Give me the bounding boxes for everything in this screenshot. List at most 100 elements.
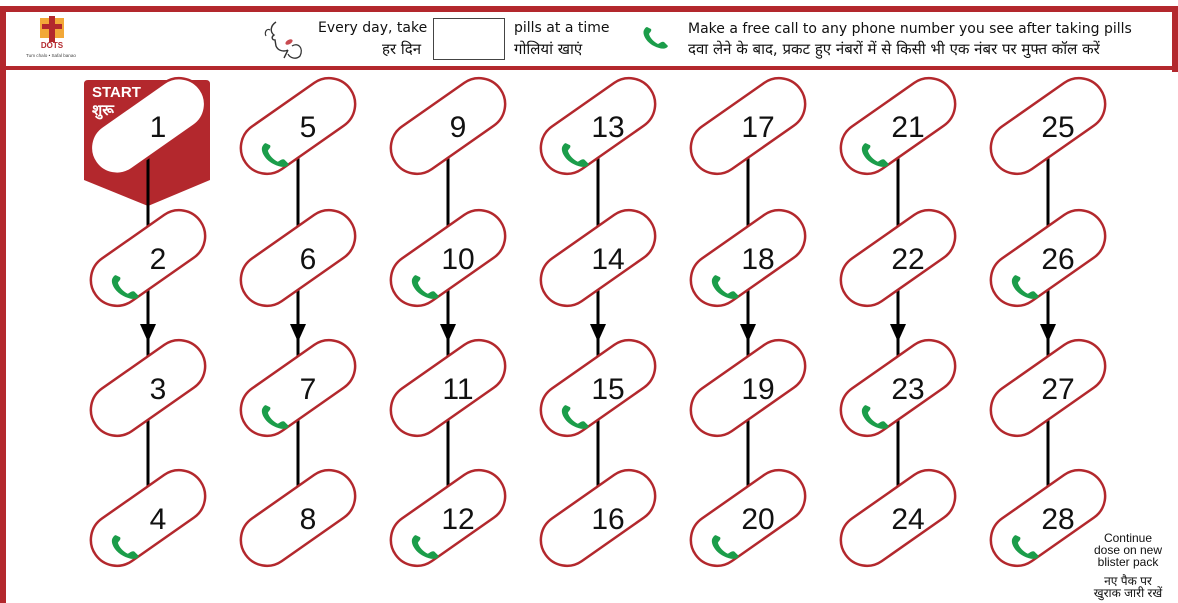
- pill-20: [689, 468, 807, 568]
- phone-icon: [411, 535, 439, 559]
- phone-icon: [861, 143, 889, 167]
- pill-outline: [89, 338, 207, 438]
- pill-number: 20: [741, 503, 774, 536]
- face-pill-icon: [264, 21, 302, 59]
- pill-number: 6: [300, 243, 317, 276]
- pill-outline: [89, 208, 207, 308]
- phone-icon: [561, 143, 589, 167]
- pill-number: 3: [150, 373, 167, 406]
- phone-icon: [1011, 275, 1039, 299]
- start-label-hi: शुरू: [92, 102, 114, 119]
- pill-8: [239, 468, 357, 568]
- continue-note-hi: नए पैक पर खुराक जारी रखें: [1080, 575, 1176, 599]
- pill-number: 7: [300, 373, 317, 406]
- pill-4: [89, 468, 207, 568]
- pill-outline: [839, 468, 957, 568]
- pill-outline: [839, 338, 957, 438]
- pill-number: 1: [150, 111, 167, 144]
- pill-outline: [689, 208, 807, 308]
- pill-number: 22: [891, 243, 924, 276]
- call-instruction-hi: दवा लेने के बाद, प्रकट हुए नंबरों में से…: [688, 40, 1100, 58]
- pill-7: [239, 338, 357, 438]
- pill-number: 17: [741, 111, 774, 144]
- pill-outline: [689, 76, 807, 176]
- instruction-en: Every day, take: [318, 20, 428, 36]
- pill-number: 12: [441, 503, 474, 536]
- right-border: [1172, 6, 1178, 72]
- pill-outline: [389, 76, 507, 176]
- continue-note-en: Continue dose on new blister pack: [1080, 532, 1176, 568]
- dots-logo-icon: DOTS Tum chalo • Safal banao: [26, 16, 76, 58]
- continue-note-hi-line2: खुराक जारी रखें: [1093, 586, 1163, 600]
- pill-outline: [89, 76, 207, 176]
- continue-note-line2: dose on new: [1093, 543, 1163, 557]
- header-divider: [0, 66, 1178, 70]
- pill-number: 21: [891, 111, 924, 144]
- pill-17: [689, 76, 807, 176]
- arrow-down-icon: [590, 324, 606, 342]
- pill-number: 14: [591, 243, 624, 276]
- phone-icon: [561, 405, 589, 429]
- pill-19: [689, 338, 807, 438]
- pill-2: [89, 208, 207, 308]
- pill-10: [389, 208, 507, 308]
- pill-number: 25: [1041, 111, 1074, 144]
- pill-outline: [389, 208, 507, 308]
- logo-text: DOTS: [41, 41, 64, 50]
- arrow-down-icon: [140, 324, 156, 342]
- pill-28: [989, 468, 1107, 568]
- pill-number: 19: [741, 373, 774, 406]
- pill-9: [389, 76, 507, 176]
- pill-number: 26: [1041, 243, 1074, 276]
- pill-23: [839, 338, 957, 438]
- pill-number: 13: [591, 111, 624, 144]
- pill-outline: [389, 468, 507, 568]
- phone-icon: [711, 275, 739, 299]
- pill-15: [539, 338, 657, 438]
- pill-27: [989, 338, 1107, 438]
- pill-outline: [89, 468, 207, 568]
- pill-number: 4: [150, 503, 167, 536]
- pill-11: [389, 338, 507, 438]
- logo-subtext: Tum chalo • Safal banao: [26, 53, 76, 58]
- pill-number: 10: [441, 243, 474, 276]
- pill-12: [389, 468, 507, 568]
- pill-26: [989, 208, 1107, 308]
- pill-number: 28: [1041, 503, 1074, 536]
- pill-22: [839, 208, 957, 308]
- pill-3: [89, 338, 207, 438]
- pill-number: 27: [1041, 373, 1074, 406]
- pill-24: [839, 468, 957, 568]
- phone-icon: [111, 275, 139, 299]
- phone-icon: [1011, 535, 1039, 559]
- pill-14: [539, 208, 657, 308]
- phone-icon: [411, 275, 439, 299]
- pill-21: [839, 76, 957, 176]
- left-border: [0, 6, 6, 603]
- pill-16: [539, 468, 657, 568]
- pills-count-box: [433, 18, 505, 60]
- phone-icon: [861, 405, 889, 429]
- arrow-down-icon: [440, 324, 456, 342]
- phone-icon: [643, 27, 668, 49]
- continue-note-hi-line1: नए पैक पर: [1104, 574, 1152, 588]
- pill-number: 23: [891, 373, 924, 406]
- arrow-down-icon: [740, 324, 756, 342]
- pill-outline: [389, 338, 507, 438]
- continue-note-line1: Continue: [1103, 531, 1153, 545]
- continue-note-line3: blister pack: [1097, 555, 1159, 569]
- pill-13: [539, 76, 657, 176]
- pill-number: 16: [591, 503, 624, 536]
- pill-outline: [539, 76, 657, 176]
- pill-outline: [989, 208, 1107, 308]
- pill-outline: [539, 338, 657, 438]
- pill-number: 2: [150, 243, 167, 276]
- start-label-en: START: [92, 84, 141, 101]
- phone-icon: [261, 143, 289, 167]
- arrow-down-icon: [1040, 324, 1056, 342]
- pill-number: 9: [450, 111, 467, 144]
- arrow-down-icon: [290, 324, 306, 342]
- pill-outline: [989, 468, 1107, 568]
- pill-outline: [239, 76, 357, 176]
- pill-number: 5: [300, 111, 317, 144]
